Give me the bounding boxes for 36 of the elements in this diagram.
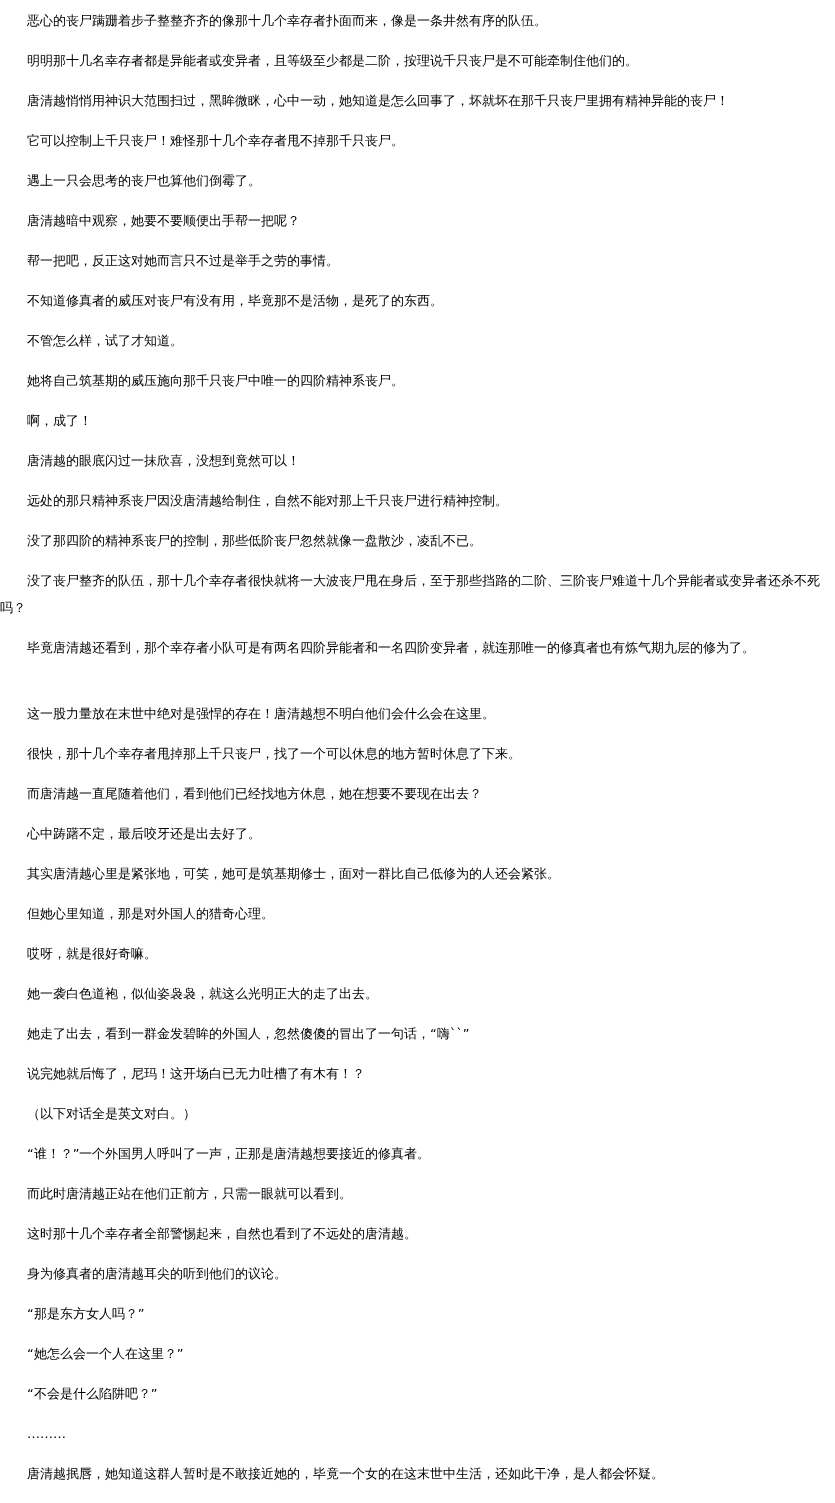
paragraph: 她一袭白色道袍，似仙姿袅袅，就这么光明正大的走了出去。 [26, 985, 379, 1003]
paragraph: 遇上一只会思考的丧尸也算他们倒霉了。 [26, 172, 262, 190]
paragraph: 但她心里知道，那是对外国人的猎奇心理。 [26, 905, 275, 923]
paragraph: 这时那十几个幸存者全部警惕起来，自然也看到了不远处的唐清越。 [26, 1225, 418, 1243]
paragraph: 不管怎么样，试了才知道。 [26, 332, 184, 350]
paragraph: 其实唐清越心里是紧张地，可笑，她可是筑基期修士，面对一群比自己低修为的人还会紧张。 [26, 865, 561, 883]
paragraph: “不会是什么陷阱吧？” [26, 1385, 159, 1403]
paragraph: 这一股力量放在末世中绝对是强悍的存在！唐清越想不明白他们会什么会在这里。 [26, 705, 496, 723]
paragraph: 说完她就后悔了，尼玛！这开场白已无力吐槽了有木有！？ [26, 1065, 366, 1083]
paragraph: 唐清越的眼底闪过一抹欣喜，没想到竟然可以！ [26, 452, 301, 470]
paragraph: “谁！？”一个外国男人呼叫了一声，正那是唐清越想要接近的修真者。 [26, 1145, 432, 1163]
paragraph: 唐清越暗中观察，她要不要顺便出手帮一把呢？ [26, 212, 301, 230]
paragraph: 身为修真者的唐清越耳尖的听到他们的议论。 [26, 1265, 288, 1283]
paragraph: （以下对话全是英文对白。） [26, 1105, 197, 1123]
paragraph: 心中踌躇不定，最后咬牙还是出去好了。 [26, 825, 262, 843]
paragraph: 恶心的丧尸蹒跚着步子整整齐齐的像那十几个幸存者扑面而来，像是一条井然有序的队伍。 [26, 12, 548, 30]
paragraph: 它可以控制上千只丧尸！难怪那十几个幸存者甩不掉那千只丧尸。 [26, 132, 405, 150]
paragraph: “那是东方女人吗？” [26, 1305, 146, 1323]
paragraph: ……… [26, 1425, 67, 1443]
paragraph: “她怎么会一个人在这里？” [26, 1345, 185, 1363]
paragraph: 唐清越抿唇，她知道这群人暂时是不敢接近她的，毕竟一个女的在这末世中生活，还如此干净，是人都会怀疑。 [26, 1465, 665, 1483]
paragraph: 毕竟唐清越还看到，那个幸存者小队可是有两名四阶异能者和一名四阶变异者，就连那唯一的修真者也有炼气期九层的修为了。 [26, 639, 756, 657]
paragraph: 而此时唐清越正站在他们正前方，只需一眼就可以看到。 [26, 1185, 353, 1203]
paragraph: 她走了出去，看到一群金发碧眸的外国人，忽然傻傻的冒出了一句话，“嗨``” [26, 1025, 471, 1043]
paragraph: 没了丧尸整齐的队伍，那十几个幸存者很快就将一大波丧尸甩在身后，至于那些挡路的二阶、三阶丧尸难道十几个异能者或变异者还杀不死吗？ [0, 572, 821, 617]
paragraph: 明明那十几名幸存者都是异能者或变异者，且等级至少都是二阶，按理说千只丧尸是不可能牵制住他们的。 [26, 52, 639, 70]
paragraph: 没了那四阶的精神系丧尸的控制，那些低阶丧尸忽然就像一盘散沙，凌乱不已。 [26, 532, 483, 550]
paragraph: 啊，成了！ [26, 412, 93, 430]
paragraph: 很快，那十几个幸存者甩掉那上千只丧尸，找了一个可以休息的地方暂时休息了下来。 [26, 745, 522, 763]
paragraph: 远处的那只精神系丧尸因没唐清越给制住，自然不能对那上千只丧尸进行精神控制。 [26, 492, 509, 510]
paragraph: 帮一把吧，反正这对她而言只不过是举手之劳的事情。 [26, 252, 340, 270]
paragraph: 不知道修真者的威压对丧尸有没有用，毕竟那不是活物，是死了的东西。 [26, 292, 444, 310]
paragraph: 唐清越悄悄用神识大范围扫过，黑眸微眯，心中一动，她知道是怎么回事了，坏就坏在那千只丧尸里拥有精神异能的丧尸！ [26, 92, 730, 110]
paragraph: 她将自己筑基期的威压施向那千只丧尸中唯一的四阶精神系丧尸。 [26, 372, 405, 390]
paragraph: 而唐清越一直尾随着他们，看到他们已经找地方休息，她在想要不要现在出去？ [26, 785, 483, 803]
paragraph: 哎呀，就是很好奇嘛。 [26, 945, 158, 963]
